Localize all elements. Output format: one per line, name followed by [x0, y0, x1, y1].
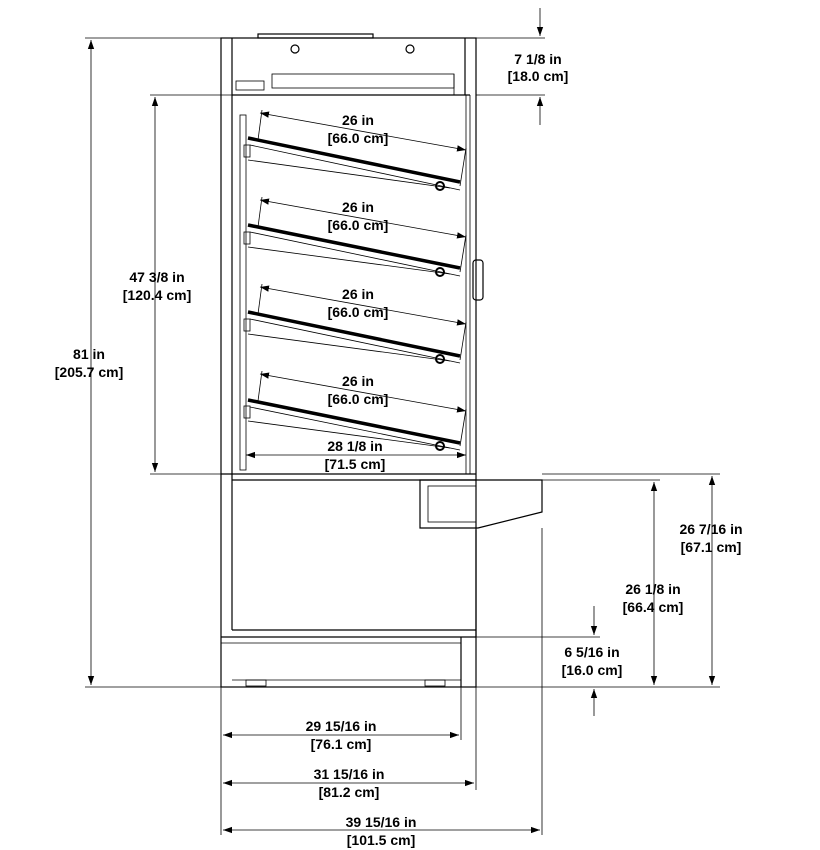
top-gap-metric: [18.0 cm]	[508, 68, 569, 84]
dimension-labels: 7 1/8 in [18.0 cm] 47 3/8 in [120.4 cm] …	[55, 51, 743, 848]
shelf-2-dimension-line	[259, 198, 467, 239]
overall-depth-metric: [101.5 cm]	[347, 832, 415, 848]
shelf-1-metric: [66.0 cm]	[328, 130, 389, 146]
top-gap-imperial: 7 1/8 in	[514, 51, 561, 67]
deck-height-outer-metric: [67.1 cm]	[681, 539, 742, 555]
overall-depth-imperial: 39 15/16 in	[346, 814, 417, 830]
front-tray	[419, 479, 543, 529]
shelf-3-dimension-line	[259, 285, 467, 326]
shelf-1-imperial: 26 in	[342, 112, 374, 128]
overall-height-metric: [205.7 cm]	[55, 364, 123, 380]
deck-height-inner-imperial: 26 1/8 in	[625, 581, 680, 597]
interior-depth-metric: [71.5 cm]	[325, 456, 386, 472]
extension-lines	[85, 37, 720, 835]
shelf-1-dimension-line	[259, 111, 467, 152]
overall-height-imperial: 81 in	[73, 346, 105, 362]
base-height-imperial: 6 5/16 in	[564, 644, 619, 660]
cabinet-base	[221, 530, 477, 687]
shelf-2-imperial: 26 in	[342, 199, 374, 215]
deck-height-inner-metric: [66.4 cm]	[623, 599, 684, 615]
deck-height-outer-imperial: 26 7/16 in	[679, 521, 742, 537]
shelf-3-imperial: 26 in	[342, 286, 374, 302]
interior-depth-imperial: 28 1/8 in	[327, 438, 382, 454]
shelf-3-metric: [66.0 cm]	[328, 304, 389, 320]
interior-height-metric: [120.4 cm]	[123, 287, 191, 303]
interior-height-imperial: 47 3/8 in	[129, 269, 184, 285]
shelf-2-metric: [66.0 cm]	[328, 217, 389, 233]
shelf-4-dimension-line	[259, 372, 467, 413]
base-depth-imperial: 29 15/16 in	[306, 718, 377, 734]
base-height-metric: [16.0 cm]	[562, 662, 623, 678]
cabinet-depth-imperial: 31 15/16 in	[314, 766, 385, 782]
shelf-4-metric: [66.0 cm]	[328, 391, 389, 407]
base-depth-metric: [76.1 cm]	[311, 736, 372, 752]
cabinet-depth-metric: [81.2 cm]	[319, 784, 380, 800]
shelf-4-imperial: 26 in	[342, 373, 374, 389]
